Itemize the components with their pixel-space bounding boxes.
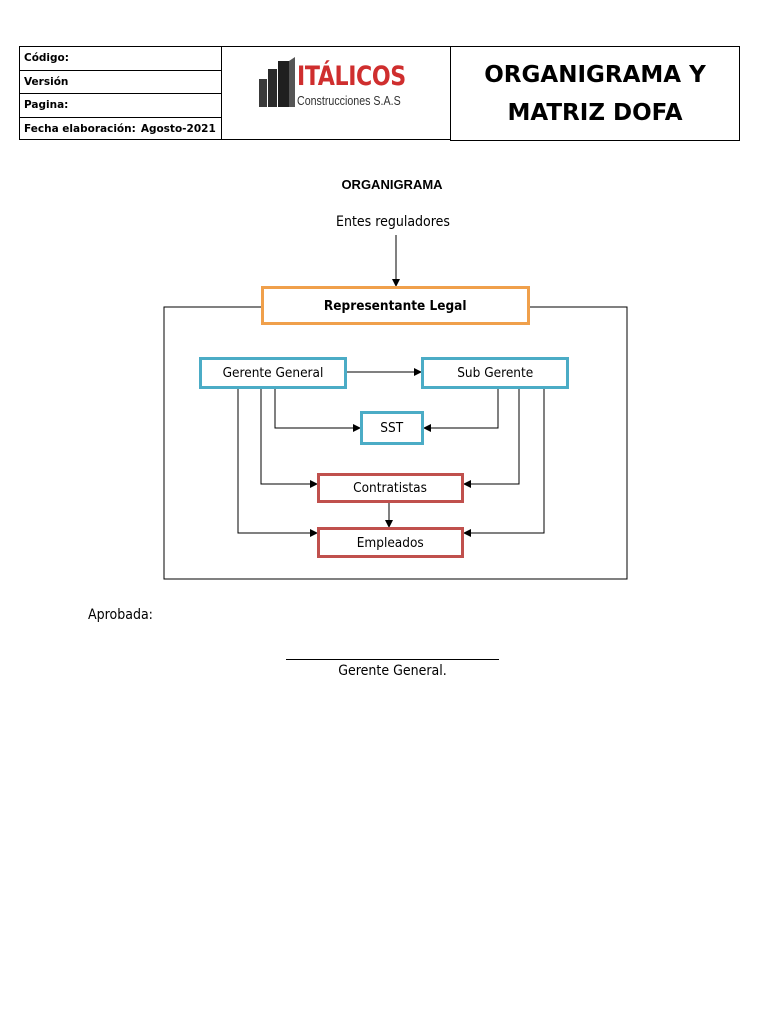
code-label: Código: [24,52,69,65]
title-line-2: MATRIZ DOFA [507,99,683,126]
title-line-1: ORGANIGRAMA Y [484,61,706,88]
node-contractors: Contratistas [317,473,464,503]
node-contractors-label: Contratistas [353,480,428,496]
node-sub-manager: Sub Gerente [421,357,569,389]
date-row: Fecha elaboración: Agosto-2021 [20,118,221,142]
page-row: Pagina: [20,94,221,118]
arrow-general-contractors [260,388,318,488]
node-legal-representative: Representante Legal [261,286,530,325]
code-row: Código: [20,47,221,71]
logo-name: ITÁLICOS [297,61,406,92]
version-row: Versión [20,71,221,94]
node-sst-label: SST [380,420,404,436]
signature-line [286,659,499,660]
node-employees: Empleados [317,527,464,558]
date-value: Agosto-2021 [140,123,216,136]
version-label: Versión [24,75,69,88]
arrow-general-sst [274,388,361,432]
date-label: Fecha elaboración: [24,123,136,136]
document-title: ORGANIGRAMA Y MATRIZ DOFA [450,46,740,141]
node-legal-representative-label: Representante Legal [324,297,467,314]
node-sub-manager-label: Sub Gerente [456,365,534,381]
node-employees-label: Empleados [356,534,424,551]
org-frame [163,306,628,580]
regulators-label: Entes reguladores [335,214,450,230]
arrow-sub-sst [423,388,499,432]
logo-cell: ITÁLICOS Construcciones S.A.S [222,46,450,140]
node-general-manager-label: Gerente General [222,365,324,381]
page-label: Pagina: [24,99,69,112]
arrow-general-employees [237,388,318,537]
signature-role: Gerente General. [338,663,447,679]
document-control-table: Código: Versión Pagina: Fecha elaboració… [19,46,222,140]
node-sst: SST [360,411,424,445]
logo-subtitle: Construcciones S.A.S [297,93,401,108]
section-title: ORGANIGRAMA [341,177,443,192]
approval-label: Aprobada: [88,607,153,623]
building-logo-icon [259,57,295,107]
arrow-sub-contractors [463,388,520,488]
arrow-sub-employees [463,388,545,537]
node-general-manager: Gerente General [199,357,347,389]
